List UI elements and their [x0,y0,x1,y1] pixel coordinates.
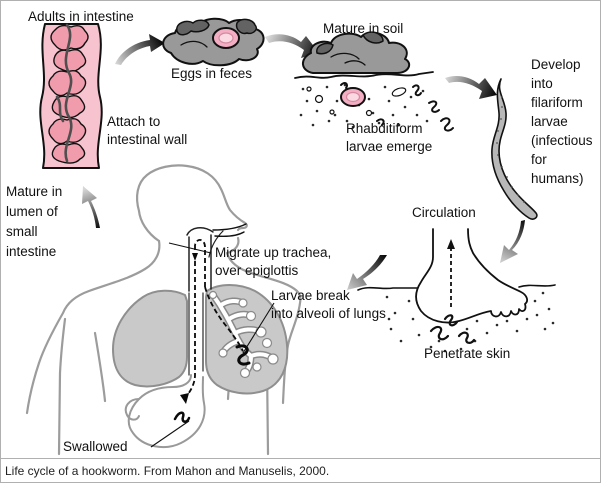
arrow-intestine-to-feces [115,34,165,65]
stomach-outline [127,374,206,449]
arrow-larva-to-foot [500,220,525,263]
label-line: for [531,152,547,167]
foot-fill [416,229,528,323]
ground-dots [385,291,555,353]
label-line: intestine [6,244,57,259]
larva-texture-dots [496,96,525,203]
label-line: intestinal wall [107,132,188,147]
worm-in-lung [235,344,251,366]
down-arrowhead-stomach [180,393,189,404]
alveoli-branches [208,290,279,379]
filariform-larva [491,78,538,220]
pointer-larvae-break [242,302,275,354]
chest-crease-left [93,331,107,403]
worm-in-stomach [173,411,191,423]
label-line: Mature in [6,184,63,199]
intestine-drawing [39,23,103,169]
soil-scene [294,31,454,132]
label-penetrate-skin: Penetrate skin [424,346,511,361]
label-mature-in-soil: Mature in soil [323,21,404,36]
lip-lower [214,231,245,238]
soil-line [294,71,434,79]
feces-on-soil-dark-lumps [316,31,384,55]
arrow-soil-to-larva [445,76,497,99]
figure-caption-bar: Life cycle of a hookworm. From Mahon and… [1,458,600,482]
alveoli-nodules [208,290,279,379]
larva-body [491,78,538,220]
label-line: over epiglottis [215,263,299,278]
label-line: into [531,76,553,91]
torso-left [57,317,67,456]
label-mature-in-lumen: Mature in lumen of small intestine [6,182,62,262]
pointer-lines [150,242,275,448]
down-arrowhead-epiglottis [192,253,198,261]
head-profile [136,164,248,243]
label-line: (infectious [531,133,593,148]
bronchus-dashes [204,286,244,352]
label-migrate-up-trachea: Migrate up trachea, over epiglottis [215,244,331,280]
label-line: small [6,224,38,239]
soil-dots [299,83,429,129]
rhabditiform-worms [340,82,454,132]
label-line: Attach to [107,114,161,129]
arrow-feces-to-soil [265,34,319,58]
egg-in-soil-center [345,91,361,103]
ground-lines [357,284,556,291]
figure-caption: Life cycle of a hookworm. From Mahon and… [5,463,330,478]
label-line: humans) [531,171,584,186]
pointer-migrate [168,242,212,254]
label-line: larvae emerge [346,139,433,154]
hookworm-lifecycle-illustration [25,17,556,456]
stomach-curl [124,398,140,421]
trachea-esophagus [186,223,247,376]
adult-worms-in-intestine [55,23,73,163]
pointer-swallowed [150,420,190,448]
epiglottis-loop-dashes [194,239,206,248]
stomach [124,374,206,449]
label-eggs-in-feces: Eggs in feces [171,66,253,81]
foot-outline [415,228,528,324]
label-line: filariform [531,95,583,110]
worm-at-heel [443,314,459,327]
migration-arrowheads-and-worms [173,253,251,423]
feces-dark-lumps [176,18,258,36]
label-develop-into-filariform: Develop into filariform larvae (infectio… [531,55,593,188]
label-line: Migrate up trachea, [215,245,332,260]
label-line: larvae [531,114,568,129]
feces-on-soil-texture [330,52,366,66]
lungs [112,284,289,395]
feces-with-egg [162,17,265,67]
penetrating-worms [429,314,476,344]
label-rhabditiform-larvae-emerge: Rhabditiform larvae emerge [346,120,432,156]
label-adults-in-intestine: Adults in intestine [28,9,134,24]
foot-scene [357,228,556,353]
throat-line [208,230,224,258]
label-swallowed: Swallowed [63,439,128,454]
epiglottis-line [186,227,214,236]
soil-debris [306,86,407,117]
neck-left-shoulder-arm [25,239,161,415]
egg-in-feces-center [218,32,234,44]
arrow-to-intestine [82,186,100,228]
arrow-foot-to-body [347,255,387,290]
circulation-arrowhead [447,239,455,249]
label-line: Larvae break [271,288,350,303]
left-lung [112,289,188,388]
label-line: Rhabditiform [346,121,423,136]
label-attach-to-intestinal-wall: Attach to intestinal wall [107,113,187,149]
label-line: Develop [531,57,581,72]
label-larvae-break-into-alveoli: Larvae break into alveoli of lungs [271,287,386,323]
label-line: into alveoli of lungs [271,306,386,321]
label-circulation: Circulation [412,205,476,220]
alveoli-core [211,293,275,375]
lip-upper [212,223,247,231]
label-line: lumen of [6,204,58,219]
